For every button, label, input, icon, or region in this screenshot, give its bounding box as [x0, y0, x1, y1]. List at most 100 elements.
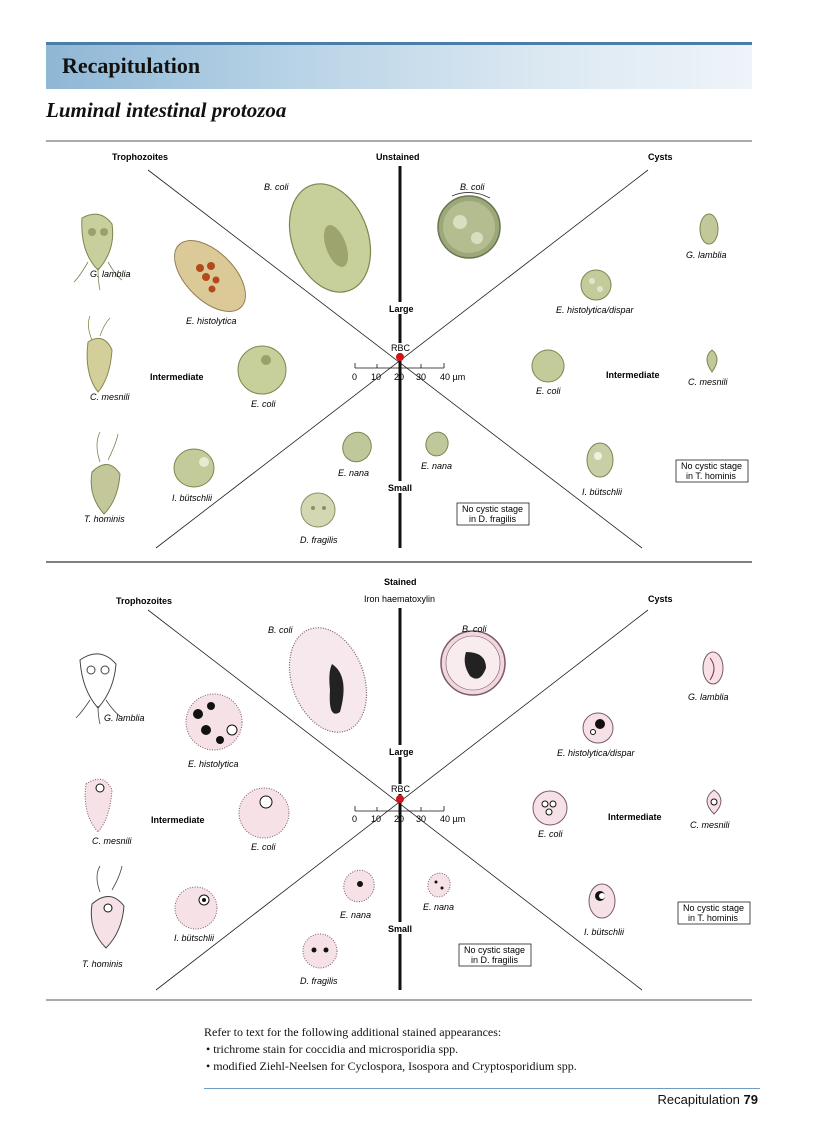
scale-tick: 40 µm	[440, 372, 465, 382]
svg-text:in D. fragilis: in D. fragilis	[469, 514, 517, 524]
organism-e-histolytica-dispar-cyst: E. histolytica/dispar	[557, 712, 636, 758]
organism-label: E. coli	[251, 842, 277, 852]
organism-g-lamblia-trophozoite: G. lamblia	[75, 653, 145, 725]
organism-label: E. nana	[421, 461, 452, 471]
organism-c-mesnili-cyst: C. mesnili	[688, 349, 729, 387]
organism-label: T. hominis	[82, 959, 123, 969]
footer-rule	[204, 1088, 760, 1089]
scale-tick: 10	[371, 814, 381, 824]
svg-text:No cystic stage: No cystic stage	[683, 903, 744, 913]
organism-b-coli-cyst: B. coli	[440, 624, 506, 696]
cysts-label: Cysts	[648, 594, 673, 604]
organism-g-lamblia-cyst: G. lamblia	[686, 213, 727, 260]
diagonal-line	[147, 169, 643, 549]
cysts-label: Cysts	[648, 152, 673, 162]
organism-e-histolytica-dispar-cyst: E. histolytica/dispar	[556, 269, 635, 315]
rbc-dot	[396, 795, 404, 803]
organism-label: G. lamblia	[104, 713, 145, 723]
organism-c-mesnili-trophozoite: C. mesnili	[86, 315, 131, 402]
organism-i-butschlii-trophozoite: I. bütschlii	[174, 886, 218, 943]
organism-i-butschlii-cyst: I. bütschlii	[584, 883, 625, 937]
panel-title: Unstained	[376, 152, 420, 162]
organism-e-nana-trophozoite: E. nana	[338, 431, 372, 478]
svg-text:in T. hominis: in T. hominis	[686, 471, 736, 481]
organism-g-lamblia-trophozoite: G. lamblia	[73, 213, 131, 291]
organism-label: E. nana	[338, 468, 369, 478]
notes-bullet: • trichrome stain for coccidia and micro…	[206, 1042, 459, 1056]
large-label: Large	[389, 304, 414, 314]
scale-tick: 30	[416, 814, 426, 824]
intermediate-label: Intermediate	[608, 812, 662, 822]
no-cyst-box-d-fragilis: No cystic stage in D. fragilis	[456, 502, 530, 526]
page-subtitle: Luminal intestinal protozoa	[46, 98, 287, 122]
trophozoites-label: Trophozoites	[116, 596, 172, 606]
footer-section: Recapitulation	[657, 1092, 740, 1107]
organism-b-coli-trophozoite: B. coli	[264, 182, 372, 293]
organism-label: I. bütschlii	[582, 487, 623, 497]
organism-label: B. coli	[460, 182, 486, 192]
organism-label: E. histolytica/dispar	[557, 748, 636, 758]
organism-t-hominis-trophozoite: T. hominis	[82, 865, 125, 969]
scale-tick: 20	[394, 372, 404, 382]
no-cyst-box-d-fragilis: No cystic stage in D. fragilis	[458, 943, 532, 967]
organism-c-mesnili-trophozoite: C. mesnili	[84, 778, 133, 846]
organism-label: G. lamblia	[688, 692, 729, 702]
scale-tick: 30	[416, 372, 426, 382]
scale-tick: 0	[352, 372, 357, 382]
diagonal-line	[147, 609, 643, 991]
organism-b-coli-trophozoite: B. coli	[268, 625, 368, 733]
page-footer: Recapitulation 79	[658, 1092, 758, 1107]
trophozoites-label: Trophozoites	[112, 152, 168, 162]
organism-e-coli-cyst: E. coli	[531, 349, 565, 396]
panel-stained: 0 10 20 30 40 µm RBC Large Small Stained…	[75, 577, 751, 991]
intermediate-label: Intermediate	[151, 815, 205, 825]
organism-label: E. nana	[423, 902, 454, 912]
scale-tick: 20	[394, 814, 404, 824]
svg-text:in D. fragilis: in D. fragilis	[471, 955, 519, 965]
svg-text:No cystic stage: No cystic stage	[464, 945, 525, 955]
organism-e-histolytica-trophozoite: E. histolytica	[185, 693, 243, 769]
organism-c-mesnili-cyst: C. mesnili	[690, 789, 731, 830]
organism-g-lamblia-cyst: G. lamblia	[688, 651, 729, 702]
no-cyst-box-t-hominis: No cystic stage in T. hominis	[675, 459, 749, 483]
svg-text:in T. hominis: in T. hominis	[688, 913, 738, 923]
organism-e-nana-cyst: E. nana	[423, 872, 454, 912]
organism-label: T. hominis	[84, 514, 125, 524]
organism-label: E. histolytica	[188, 759, 239, 769]
organism-label: D. fragilis	[300, 535, 338, 545]
organism-label: G. lamblia	[686, 250, 727, 260]
no-cyst-box-t-hominis: No cystic stage in T. hominis	[677, 901, 751, 925]
rbc-label-bg	[393, 343, 409, 353]
scale-tick: 10	[371, 372, 381, 382]
small-label: Small	[388, 924, 412, 934]
micrometer-scale: 0 10 20 30 40 µm	[352, 363, 465, 382]
organism-e-coli-cyst: E. coli	[532, 790, 568, 839]
organism-label: C. mesnili	[92, 836, 133, 846]
micrometer-scale: 0 10 20 30 40 µm	[352, 806, 465, 824]
organism-label: I. bütschlii	[584, 927, 625, 937]
large-label: Large	[389, 747, 414, 757]
panel-title: Stained	[384, 577, 417, 587]
organism-label: E. coli	[251, 399, 277, 409]
rbc-dot	[396, 353, 404, 361]
scale-tick: 0	[352, 814, 357, 824]
organism-b-coli-cyst: B. coli	[437, 182, 501, 259]
notes-block: Refer to text for the following addition…	[204, 1024, 577, 1075]
svg-text:No cystic stage: No cystic stage	[462, 504, 523, 514]
organism-label: E. histolytica	[186, 316, 237, 326]
organism-i-butschlii-trophozoite: I. bütschlii	[172, 448, 215, 503]
organism-label: C. mesnili	[690, 820, 731, 830]
section-title: Recapitulation	[62, 53, 201, 78]
organism-label: E. coli	[536, 386, 562, 396]
organism-label: G. lamblia	[90, 269, 131, 279]
organism-label: B. coli	[268, 625, 294, 635]
intermediate-label: Intermediate	[606, 370, 660, 380]
organism-label: I. bütschlii	[174, 933, 215, 943]
section-banner: Recapitulation	[46, 42, 752, 89]
organism-label: E. nana	[340, 910, 371, 920]
notes-bullet: • modified Ziehl-Neelsen for Cyclospora,…	[206, 1059, 577, 1073]
scale-tick: 40 µm	[440, 814, 465, 824]
svg-text:No cystic stage: No cystic stage	[681, 461, 742, 471]
organism-i-butschlii-cyst: I. bütschlii	[582, 442, 623, 497]
